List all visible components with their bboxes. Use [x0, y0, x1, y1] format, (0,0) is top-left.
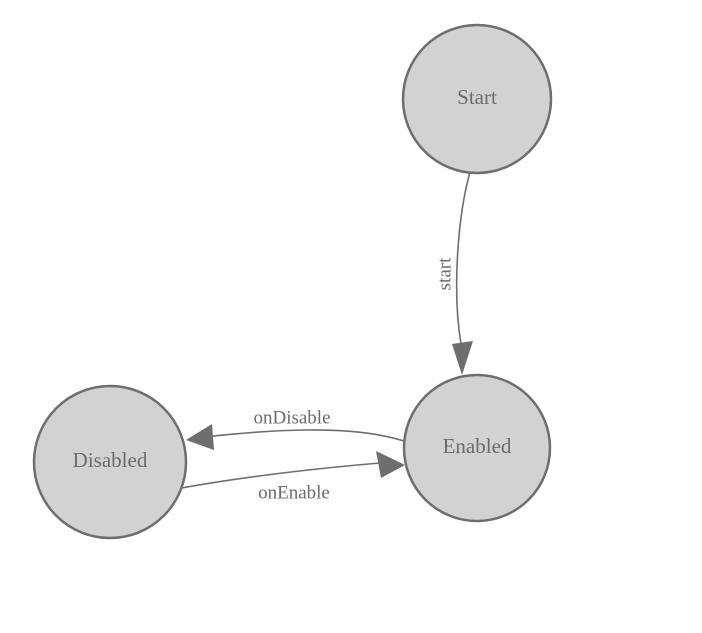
edge-label-on-disable: onDisable [253, 407, 330, 428]
edge-start-to-enabled-path [455, 171, 471, 345]
edge-label-on-enable: onEnable [258, 482, 330, 503]
node-disabled[interactable]: Disabled [32, 384, 188, 540]
edge-enabled-to-disabled-arrowhead [186, 424, 214, 450]
node-disabled-label: Disabled [73, 448, 148, 472]
edge-disabled-to-enabled-arrowhead [376, 451, 405, 478]
node-enabled-circle[interactable] [402, 373, 552, 523]
node-enabled-label: Enabled [443, 434, 512, 458]
node-enabled[interactable]: Enabled [402, 373, 552, 523]
edge-label-start: start [434, 257, 455, 290]
edge-disabled-to-enabled [175, 451, 405, 490]
edge-enabled-to-disabled [186, 424, 405, 450]
edge-enabled-to-disabled-path [203, 429, 405, 442]
node-start-circle[interactable] [401, 23, 553, 175]
node-start[interactable]: Start [401, 23, 553, 175]
node-disabled-circle[interactable] [32, 384, 188, 540]
edge-start-to-enabled [452, 171, 473, 375]
node-start-label: Start [457, 85, 497, 109]
edge-disabled-to-enabled-path [175, 462, 381, 490]
edge-start-to-enabled-arrowhead [452, 341, 473, 375]
